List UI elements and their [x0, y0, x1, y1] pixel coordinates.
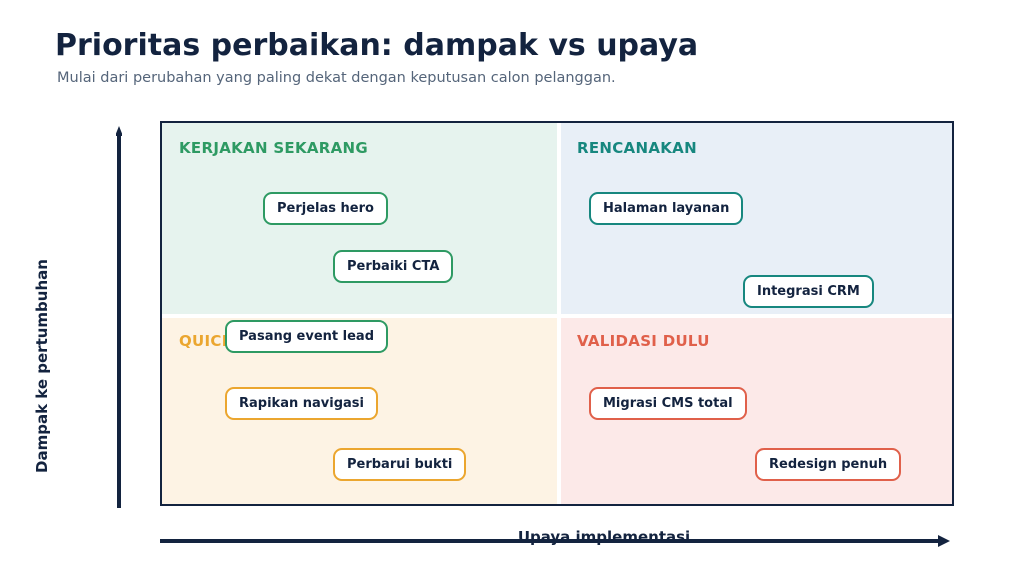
matrix-divider-vertical	[557, 123, 561, 504]
item-rapikan-navigasi[interactable]: Rapikan navigasi	[225, 387, 378, 420]
matrix-divider-horizontal	[162, 314, 952, 318]
item-perjelas-hero[interactable]: Perjelas hero	[263, 192, 388, 225]
item-perbarui-bukti[interactable]: Perbarui bukti	[333, 448, 467, 481]
priority-matrix: KERJAKAN SEKARANG RENCANAKAN QUICK WIN V…	[160, 121, 954, 506]
item-perbaiki-cta[interactable]: Perbaiki CTA	[333, 250, 454, 283]
item-pasang-event-lead[interactable]: Pasang event lead	[225, 320, 389, 353]
quadrant-label-rencanakan: RENCANAKAN	[577, 139, 697, 157]
page-subtitle: Mulai dari perubahan yang paling dekat d…	[57, 70, 616, 86]
item-integrasi-crm[interactable]: Integrasi CRM	[743, 275, 874, 308]
x-axis-arrow	[160, 535, 950, 547]
page-title: Prioritas perbaikan: dampak vs upaya	[55, 28, 699, 63]
y-axis-arrow	[116, 126, 122, 508]
item-redesign-penuh[interactable]: Redesign penuh	[755, 448, 902, 481]
item-halaman-layanan[interactable]: Halaman layanan	[589, 192, 744, 225]
quadrant-label-validasi-dulu: VALIDASI DULU	[577, 332, 710, 350]
quadrant-label-kerjakan-sekarang: KERJAKAN SEKARANG	[179, 139, 369, 157]
item-migrasi-cms-total[interactable]: Migrasi CMS total	[589, 387, 747, 420]
y-axis-label: Dampak ke pertumbuhan	[33, 259, 51, 473]
